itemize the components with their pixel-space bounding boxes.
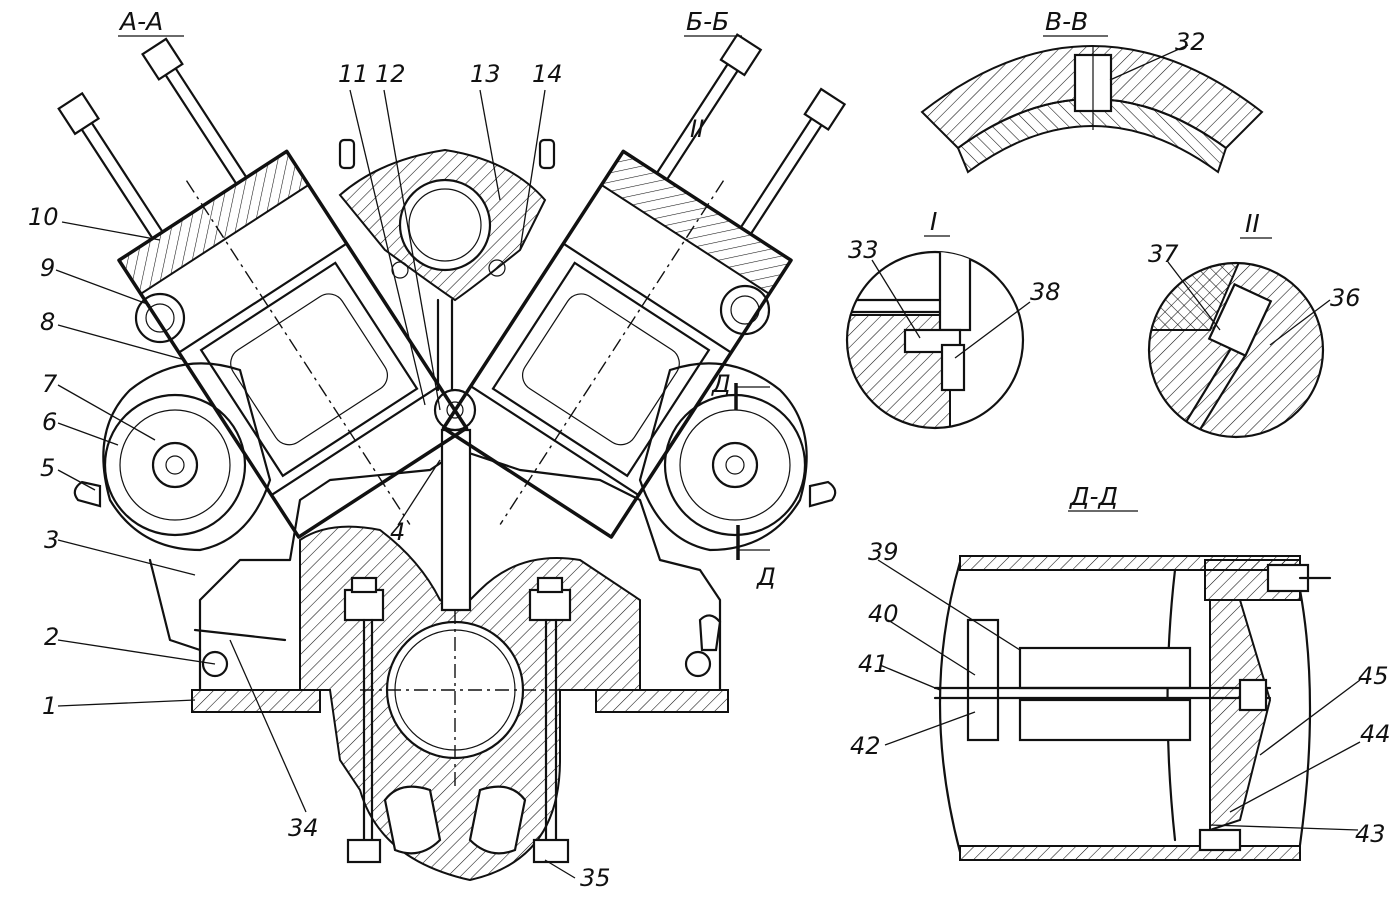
main-bolt-right <box>528 576 572 864</box>
right-pulley <box>638 284 837 552</box>
cap-window-left <box>383 785 442 855</box>
label-35: 35 <box>580 864 611 892</box>
detail-ii <box>1147 261 1325 439</box>
label-39: 39 <box>868 538 899 566</box>
callout-labels: 1 2 3 4 5 6 7 8 9 10 11 12 13 14 32 33 3… <box>28 28 1391 892</box>
label-10: 10 <box>28 203 59 231</box>
main-bolt-left <box>343 576 385 864</box>
leader-lines <box>55 44 1361 879</box>
detail-title-i: I <box>930 207 937 236</box>
label-44: 44 <box>1360 720 1391 748</box>
label-6: 6 <box>42 408 57 436</box>
label-40: 40 <box>868 600 899 628</box>
section-dd <box>933 555 1332 861</box>
connecting-rod <box>440 428 472 612</box>
label-14: 14 <box>532 60 563 88</box>
detail-title-ii: II <box>1245 209 1260 238</box>
section-title-bb: Б-Б <box>686 7 729 36</box>
label-36: 36 <box>1330 284 1361 312</box>
engine-main-section <box>57 33 847 882</box>
label-11: 11 <box>338 60 369 88</box>
detail-mark-ii: II <box>690 115 704 143</box>
label-7: 7 <box>42 370 58 398</box>
label-33: 33 <box>848 236 879 264</box>
label-2: 2 <box>44 623 59 651</box>
section-title-vv: В-В <box>1045 7 1088 36</box>
label-9: 9 <box>40 254 55 282</box>
label-41: 41 <box>858 650 889 678</box>
label-45: 45 <box>1358 662 1389 690</box>
label-34: 34 <box>288 814 319 842</box>
camshaft-bore <box>398 178 492 272</box>
cut-mark-d-top: Д <box>711 370 731 398</box>
left-pulley <box>73 292 272 552</box>
label-8: 8 <box>40 308 55 336</box>
label-32: 32 <box>1175 28 1206 56</box>
cut-mark-d-bottom: Д <box>756 563 776 591</box>
detail-i <box>845 250 1025 430</box>
label-5: 5 <box>40 454 55 482</box>
label-3: 3 <box>44 526 59 554</box>
fitting-2 <box>201 650 229 678</box>
label-42: 42 <box>850 732 881 760</box>
label-1: 1 <box>42 692 57 720</box>
cap-window-right <box>468 785 527 855</box>
label-4: 4 <box>390 518 405 546</box>
section-vv-ring <box>920 45 1264 174</box>
left-cylinder-bank <box>57 37 469 539</box>
label-37: 37 <box>1148 240 1179 268</box>
label-13: 13 <box>470 60 501 88</box>
label-38: 38 <box>1030 278 1061 306</box>
section-title-dd: Д-Д <box>1069 482 1118 511</box>
label-12: 12 <box>375 60 406 88</box>
right-cylinder-bank <box>441 33 847 539</box>
label-43: 43 <box>1355 820 1386 848</box>
base-plate-right <box>595 689 729 713</box>
section-title-aa: А-А <box>118 7 163 36</box>
base-plate-left <box>191 689 321 713</box>
